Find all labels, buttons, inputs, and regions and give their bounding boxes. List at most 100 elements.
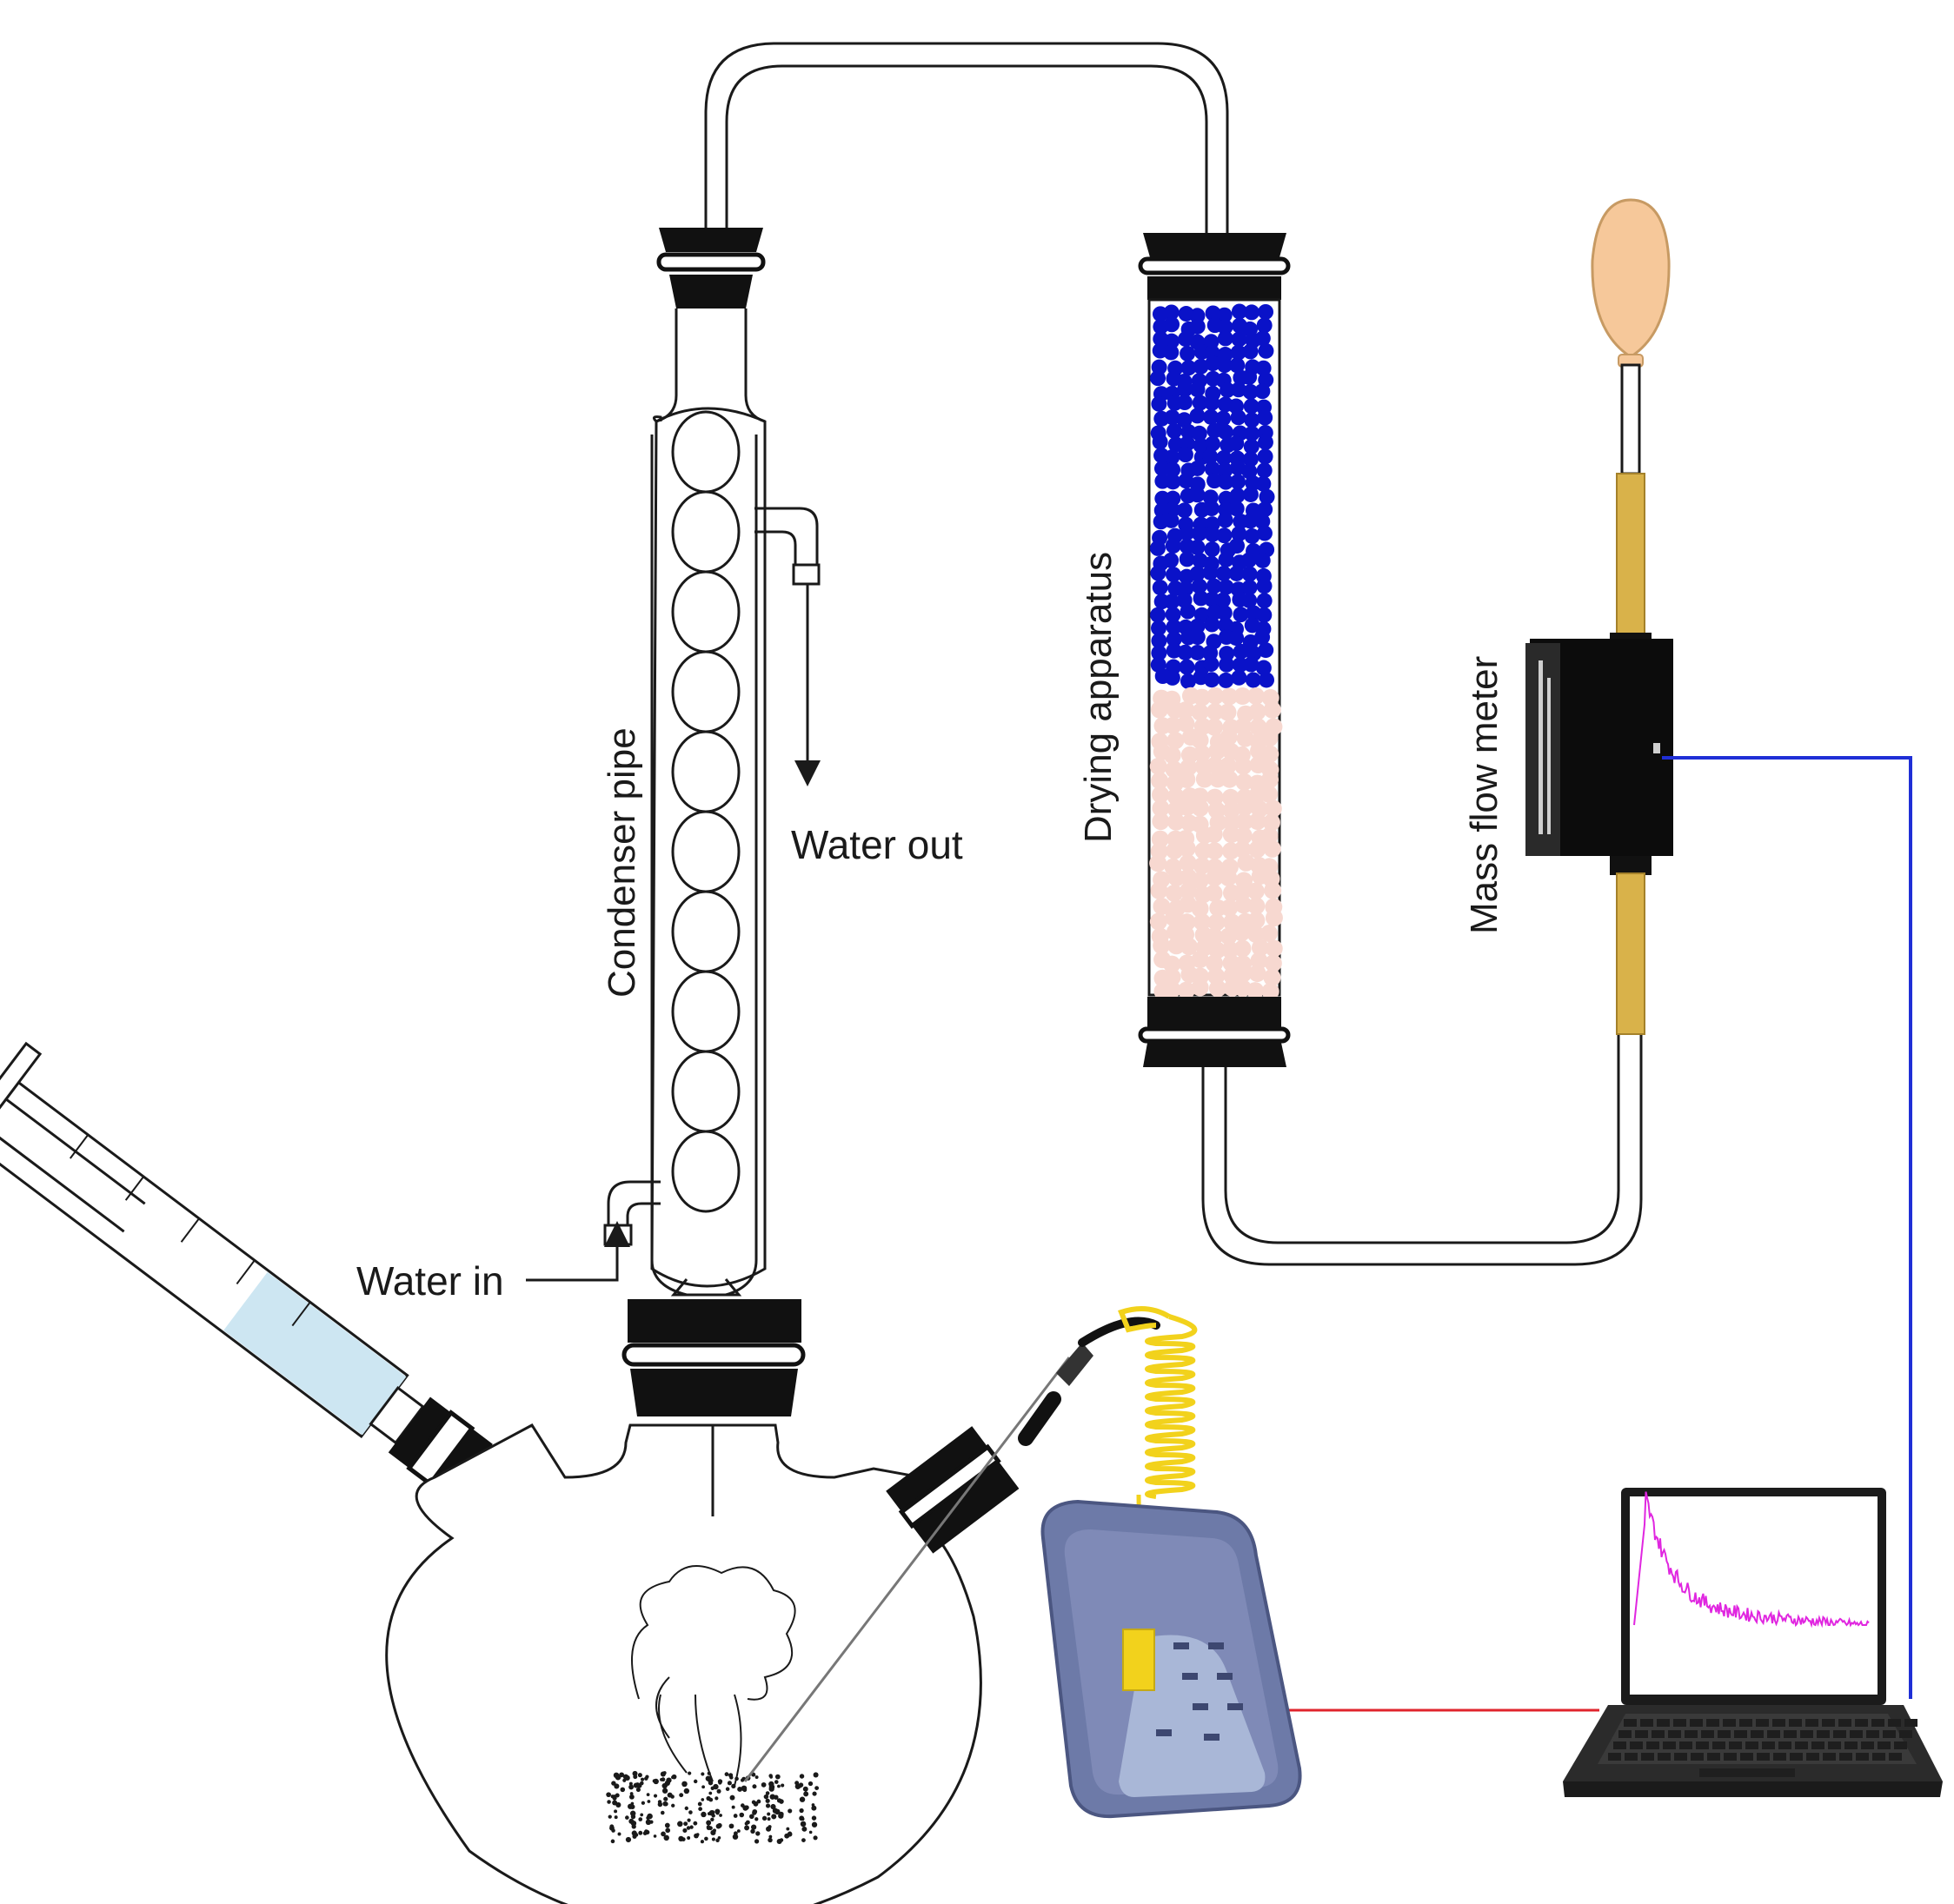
- sediment-dot: [701, 1785, 706, 1789]
- sediment-dot: [608, 1814, 612, 1819]
- sediment-dot: [811, 1815, 817, 1821]
- dry-bead: [1215, 565, 1232, 581]
- key: [1795, 1741, 1808, 1749]
- dry-bead: [1254, 552, 1271, 568]
- water-in-arrow: [526, 1221, 630, 1282]
- dry-bead: [1215, 410, 1232, 427]
- dry-bead: [1228, 565, 1245, 581]
- sediment-dot: [787, 1831, 793, 1837]
- reaction-sediment: [606, 1770, 820, 1844]
- dry-bead: [1216, 605, 1233, 621]
- sediment-dot: [752, 1784, 757, 1789]
- dry-bead: [1163, 512, 1180, 528]
- sediment-dot: [716, 1788, 721, 1794]
- dry-bead: [1231, 303, 1247, 320]
- sediment-dot: [752, 1810, 757, 1815]
- laptop-plot-trace: [1633, 1491, 1870, 1629]
- dry-bead: [1189, 381, 1206, 398]
- sediment-dot: [671, 1774, 677, 1780]
- dry-bead: [1228, 501, 1245, 517]
- sediment-dot: [615, 1793, 620, 1798]
- condenser-top-stopper: [656, 228, 766, 308]
- wet-bead: [1264, 954, 1282, 972]
- sediment-dot: [711, 1837, 715, 1841]
- dry-bead: [1206, 473, 1223, 489]
- wet-bead: [1206, 869, 1224, 887]
- sediment-dot: [631, 1830, 637, 1836]
- wet-bead: [1263, 839, 1281, 858]
- dry-bead: [1189, 487, 1206, 503]
- wet-bead: [1220, 899, 1239, 917]
- wet-bead: [1149, 757, 1167, 775]
- wet-bead: [1149, 912, 1167, 931]
- wet-bead: [1163, 955, 1181, 973]
- dry-bead: [1150, 565, 1166, 581]
- sediment-dot: [614, 1815, 618, 1820]
- dry-bead: [1230, 381, 1246, 398]
- dry-bead: [1177, 381, 1193, 398]
- wet-bead: [1152, 813, 1170, 831]
- sediment-dot: [683, 1788, 690, 1795]
- sediment-dot: [683, 1821, 688, 1827]
- sediment-dot: [708, 1791, 713, 1795]
- dry-bead: [1241, 368, 1258, 385]
- wet-bead: [1248, 703, 1266, 721]
- wet-bead: [1208, 979, 1226, 998]
- wet-bead: [1260, 786, 1279, 804]
- wet-bead: [1206, 788, 1224, 806]
- wet-bead: [1247, 897, 1266, 915]
- key: [1624, 1719, 1637, 1727]
- sediment-dot: [624, 1775, 630, 1781]
- wet-bead: [1248, 965, 1266, 983]
- sediment-dot: [688, 1810, 693, 1814]
- key: [1657, 1719, 1670, 1727]
- dry-bead: [1180, 673, 1196, 689]
- dry-bead: [1244, 412, 1260, 428]
- dry-bead: [1255, 660, 1272, 676]
- key: [1790, 1753, 1803, 1761]
- wet-bead: [1191, 899, 1209, 918]
- dry-bead: [1256, 462, 1273, 479]
- dry-bead: [1255, 360, 1272, 376]
- key: [1772, 1719, 1785, 1727]
- mass-flow-meter-label: Mass flow meter: [1463, 656, 1505, 934]
- dry-bead: [1231, 669, 1247, 686]
- wet-bead: [1220, 868, 1238, 886]
- wet-bead: [1151, 700, 1169, 719]
- key: [1663, 1741, 1676, 1749]
- dry-bead: [1189, 408, 1206, 424]
- key: [1613, 1741, 1626, 1749]
- thermocouple-coil: [1145, 1314, 1198, 1499]
- dry-bead: [1241, 463, 1258, 480]
- sediment-dot: [800, 1821, 807, 1828]
- wet-bead: [1220, 927, 1238, 945]
- sediment-dot: [647, 1813, 653, 1820]
- wet-bead: [1152, 786, 1170, 804]
- dry-bead: [1216, 449, 1233, 466]
- wet-bead: [1191, 703, 1209, 721]
- dry-bead: [1205, 355, 1221, 372]
- key: [1833, 1730, 1846, 1738]
- key: [1658, 1753, 1671, 1761]
- wet-bead: [1247, 912, 1266, 930]
- dry-bead: [1230, 474, 1246, 490]
- wet-bead: [1207, 913, 1226, 932]
- dry-bead: [1255, 475, 1272, 492]
- wet-bead: [1166, 787, 1185, 806]
- dry-bead: [1228, 435, 1245, 452]
- sediment-dot: [677, 1821, 683, 1828]
- key: [1778, 1741, 1791, 1749]
- wet-bead: [1205, 826, 1223, 844]
- dry-bead: [1177, 644, 1193, 660]
- wet-bead: [1221, 788, 1240, 806]
- dry-bead: [1230, 344, 1246, 361]
- condenser-bulb: [671, 650, 741, 733]
- sediment-dot: [693, 1779, 698, 1784]
- dry-bead: [1164, 409, 1180, 426]
- wet-bead: [1248, 840, 1266, 859]
- dry-bead: [1218, 579, 1234, 595]
- sediment-dot: [728, 1824, 734, 1829]
- wet-bead: [1191, 731, 1209, 749]
- connecting-tube-bottom: [1201, 1025, 1643, 1266]
- sediment-dot: [814, 1786, 820, 1791]
